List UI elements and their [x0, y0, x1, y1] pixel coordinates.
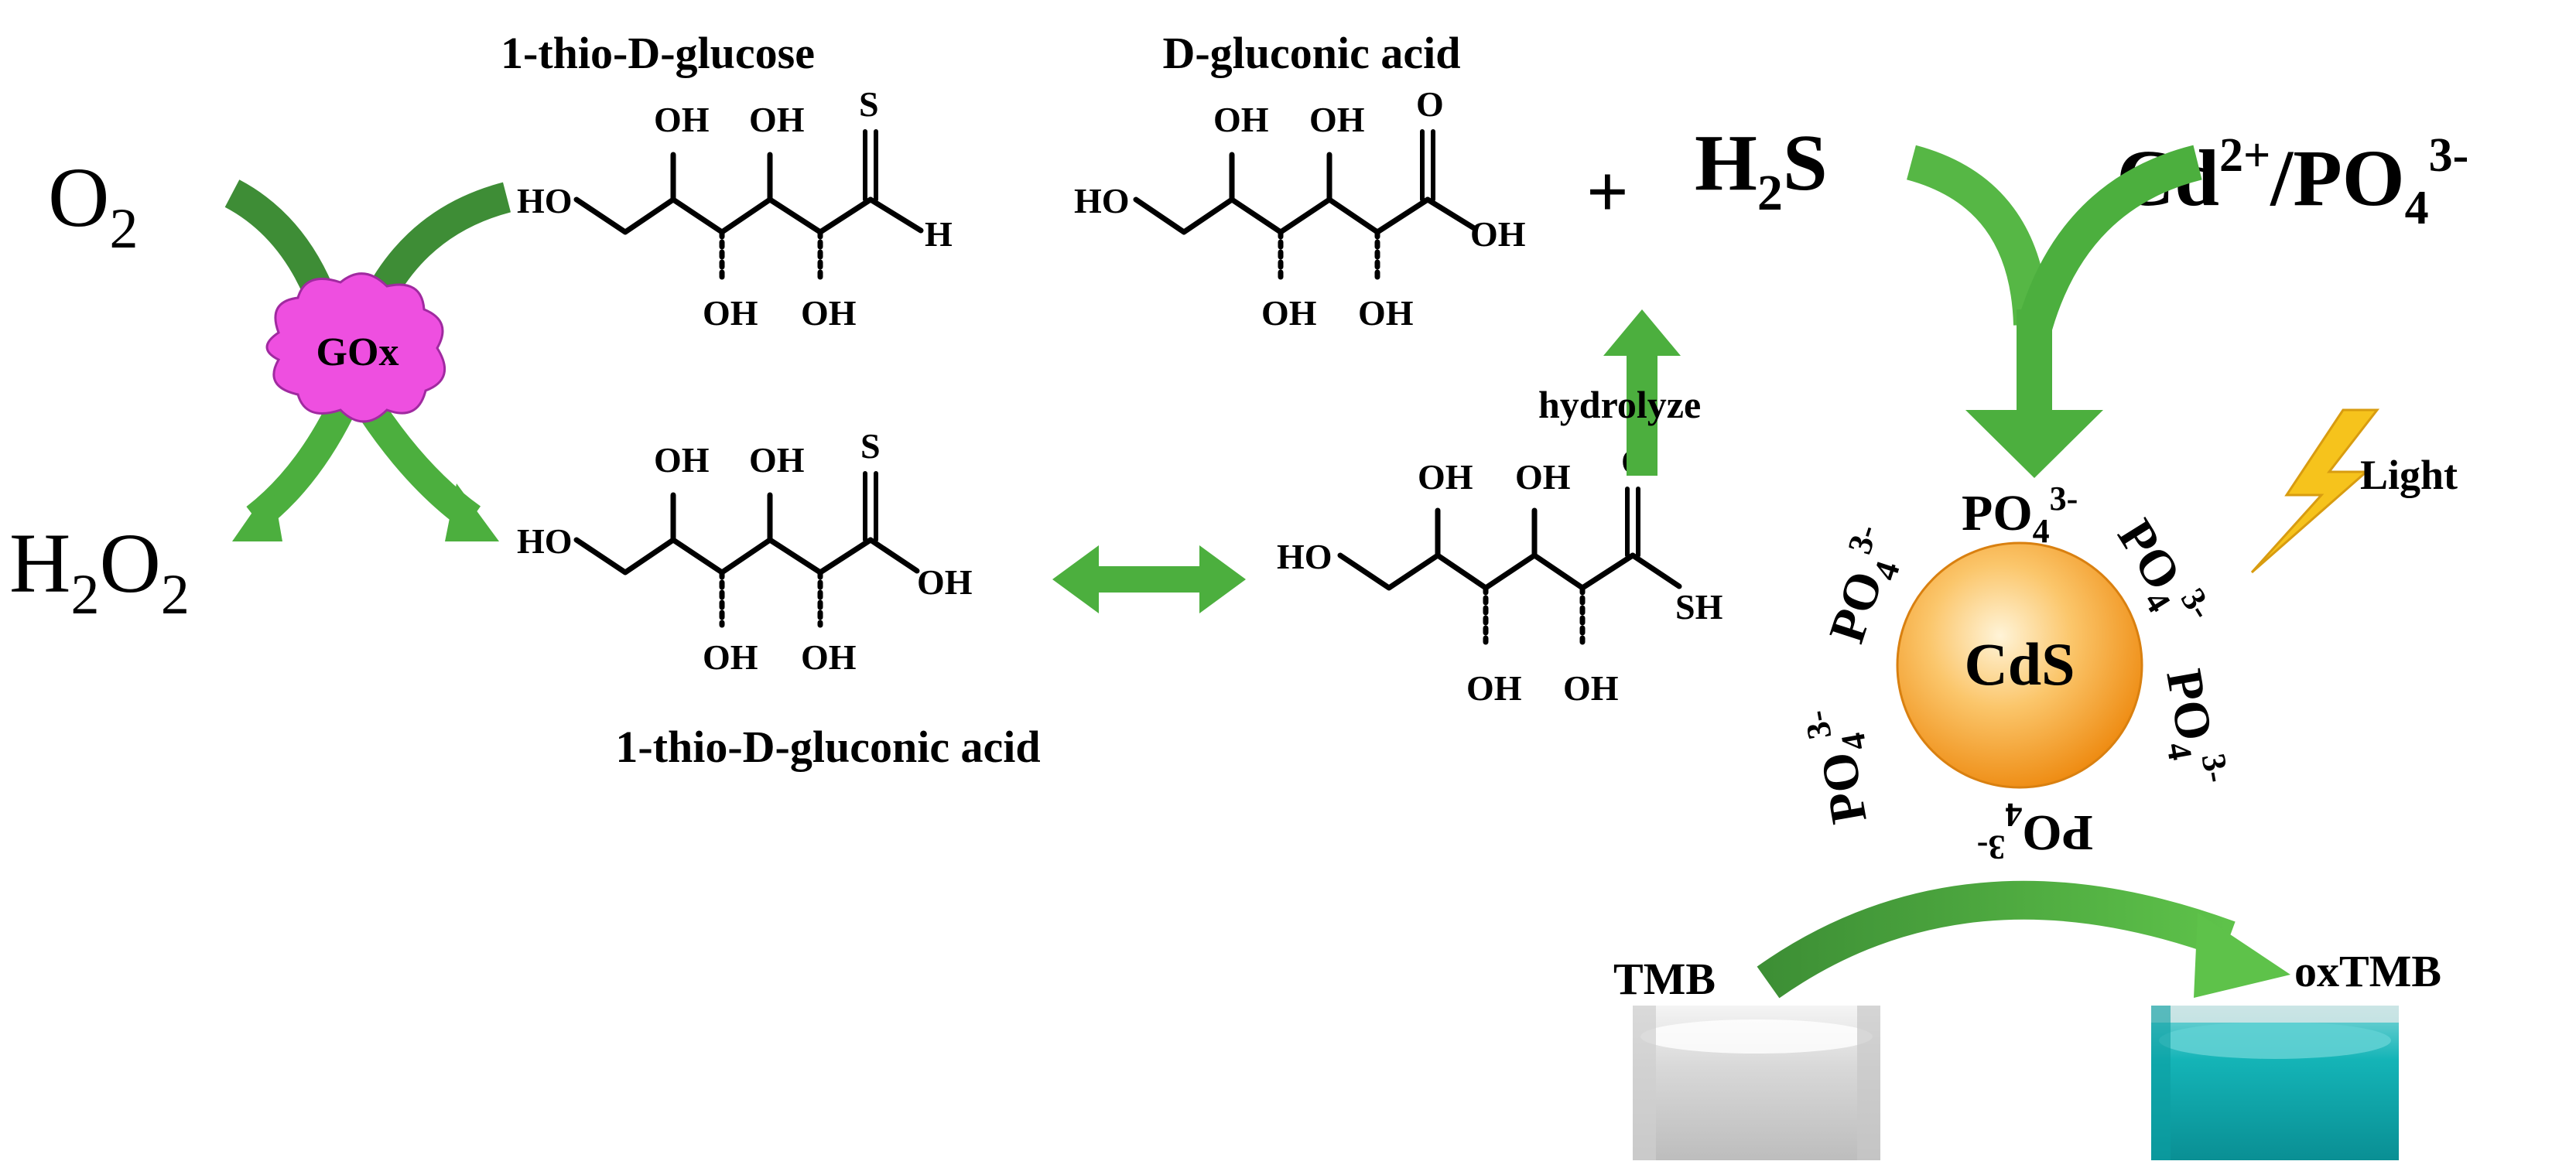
hydrolyze-arrow	[1603, 309, 1681, 476]
svg-text:PO43-: PO43-	[2147, 664, 2236, 791]
po4-right: PO43-	[2147, 664, 2236, 791]
converging-arrow	[1906, 145, 2202, 478]
o2-label: O2	[48, 150, 138, 261]
thioacid-sh-structure: HO OH OH OH OH O SH	[1277, 442, 1723, 708]
cds-particle	[1896, 541, 2143, 789]
gox-enzyme: GOx	[265, 272, 446, 423]
cds-label: CdS	[1964, 630, 2075, 698]
tmb-oxidation-arrow	[1757, 880, 2236, 999]
thio-glucose-structure: HO OH OH OH OH S H	[517, 84, 953, 333]
svg-text:PO43-: PO43-	[1813, 520, 1916, 652]
h2s-label: H2S	[1695, 118, 1828, 221]
svg-text:O: O	[1416, 84, 1444, 124]
gluconic-out-arrowhead	[445, 483, 499, 541]
svg-text:OH: OH	[1309, 100, 1365, 139]
tmb-oxidation-arrowhead	[2194, 913, 2290, 998]
svg-text:PO43-: PO43-	[1977, 796, 2093, 866]
tautomer-arrow	[1052, 545, 1246, 613]
svg-text:OH: OH	[654, 100, 710, 139]
svg-text:HO: HO	[1277, 537, 1332, 576]
svg-text:HO: HO	[1074, 181, 1130, 220]
svg-text:HO: HO	[517, 521, 573, 561]
thio-gluconic-acid-name: 1-thio-D-gluconic acid	[615, 722, 1040, 772]
svg-text:OH: OH	[1466, 668, 1522, 708]
po4-lower-left: PO43-	[1797, 702, 1887, 828]
svg-text:OH: OH	[749, 100, 805, 139]
svg-text:HO: HO	[517, 181, 573, 220]
svg-text:OH: OH	[654, 440, 710, 480]
h2o2-label: H2O2	[9, 516, 190, 627]
tmb-label: TMB	[1613, 954, 1716, 1004]
svg-text:OH: OH	[703, 637, 758, 677]
svg-text:OH: OH	[1261, 293, 1317, 333]
svg-text:PO43-: PO43-	[1962, 480, 2078, 550]
svg-text:OH: OH	[1358, 293, 1414, 333]
thio-gluconic-acid-structure: HO OH OH OH OH S OH	[517, 426, 973, 677]
thio-glucose-name: 1-thio-D-glucose	[501, 28, 815, 78]
svg-text:OH: OH	[917, 562, 973, 602]
svg-text:PO43-: PO43-	[1797, 702, 1887, 828]
plus-sign: +	[1586, 150, 1629, 233]
svg-text:OH: OH	[749, 440, 805, 480]
gluconic-acid-name: D-gluconic acid	[1162, 28, 1460, 78]
svg-text:OH: OH	[801, 637, 857, 677]
svg-text:S: S	[859, 84, 879, 124]
po4-top: PO43-	[1962, 480, 2078, 550]
svg-text:OH: OH	[1213, 100, 1269, 139]
svg-text:OH: OH	[1418, 457, 1473, 497]
po4-upper-left: PO43-	[1813, 520, 1916, 652]
svg-text:H: H	[925, 214, 953, 254]
svg-text:SH: SH	[1675, 587, 1723, 627]
svg-text:OH: OH	[1563, 668, 1619, 708]
svg-text:S: S	[860, 426, 881, 466]
vial-oxtmb-photo	[2151, 1006, 2399, 1160]
svg-text:OH: OH	[1515, 457, 1571, 497]
svg-text:OH: OH	[703, 293, 758, 333]
lightning-icon	[2250, 408, 2380, 574]
light-label: Light	[2360, 452, 2458, 498]
h2o2-out-arrowhead	[232, 483, 282, 541]
oxtmb-label: oxTMB	[2294, 946, 2441, 996]
hydrolyze-label: hydrolyze	[1538, 383, 1701, 426]
vial-tmb-photo	[1633, 1006, 1880, 1160]
svg-text:OH: OH	[801, 293, 857, 333]
gluconic-acid-structure: HO OH OH OH OH O OH	[1074, 84, 1526, 333]
gox-label: GOx	[316, 330, 399, 374]
svg-text:OH: OH	[1470, 214, 1526, 254]
